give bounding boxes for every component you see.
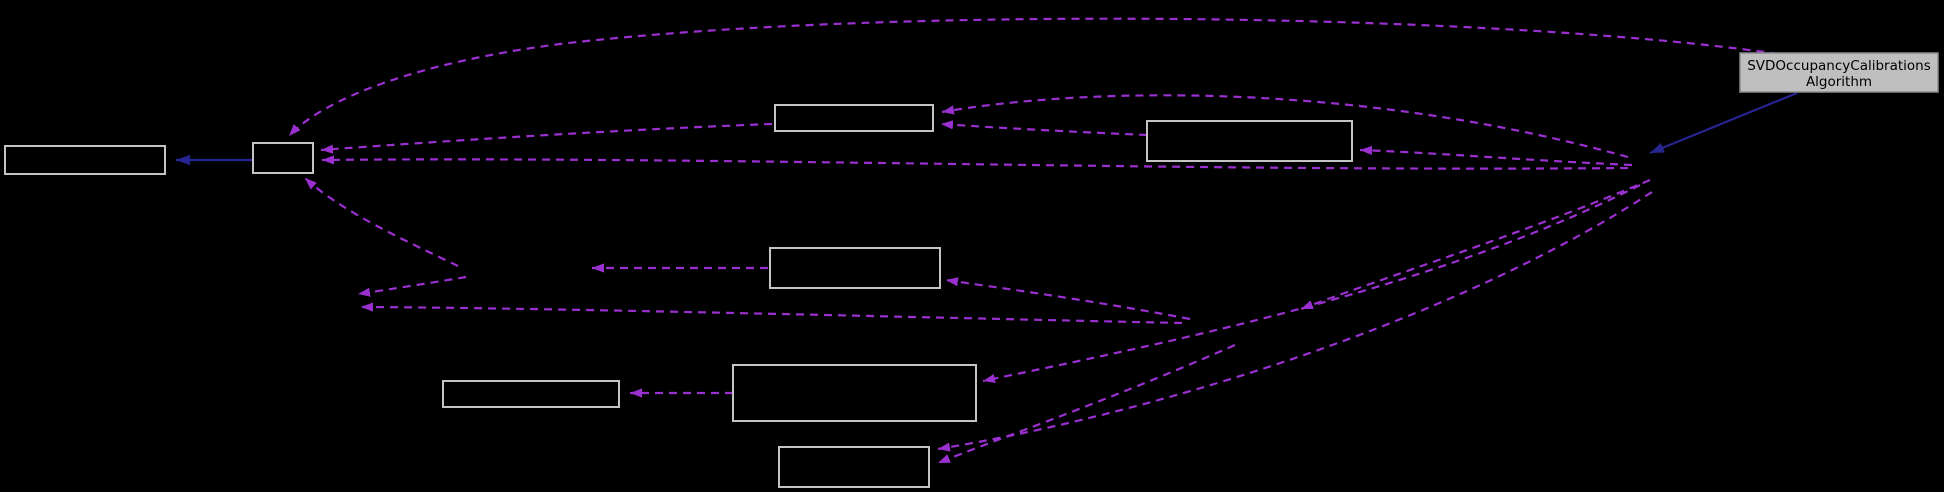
highlight-node-label-line2: Algorithm <box>1806 74 1872 90</box>
usage-edge-d-to-c2 <box>940 120 1148 137</box>
class-node-top-middle[interactable] <box>774 104 934 132</box>
usage-edge-x-to-y <box>357 275 467 297</box>
usage-edge-z-to-h2 <box>937 343 1236 465</box>
usage-edge-x-to-hub <box>304 177 459 267</box>
class-node-right[interactable] <box>1146 120 1353 162</box>
class-node-lower-big[interactable] <box>732 364 977 422</box>
usage-edge-junction-to-d <box>1359 145 1633 167</box>
inheritance-edge-algorithm <box>1649 91 1798 155</box>
highlight-node-label-line1: SVDOccupancyCalibrations <box>1747 58 1931 74</box>
highlight-node-svdoccupancycalibrationsalgorithm: SVDOccupancyCalibrations Algorithm <box>1739 52 1939 93</box>
usage-edge-z-to-y <box>360 302 1183 325</box>
class-node-lower-left[interactable] <box>442 380 620 408</box>
usage-edge-c-to-hub <box>320 122 773 154</box>
class-node-middle[interactable] <box>769 247 941 289</box>
usage-edge-junction-to-h1 <box>937 191 1653 452</box>
usage-edge-junction-to-z <box>1300 178 1651 311</box>
class-node-hub[interactable] <box>252 142 314 174</box>
usage-edge-top-arc <box>288 17 1793 137</box>
usage-edge-z-to-e <box>945 277 1191 321</box>
class-node-bottom[interactable] <box>778 446 930 488</box>
highlight-node-box <box>1739 52 1939 93</box>
class-node-left[interactable] <box>4 145 166 175</box>
usage-edge-junction-to-f <box>982 184 1641 384</box>
